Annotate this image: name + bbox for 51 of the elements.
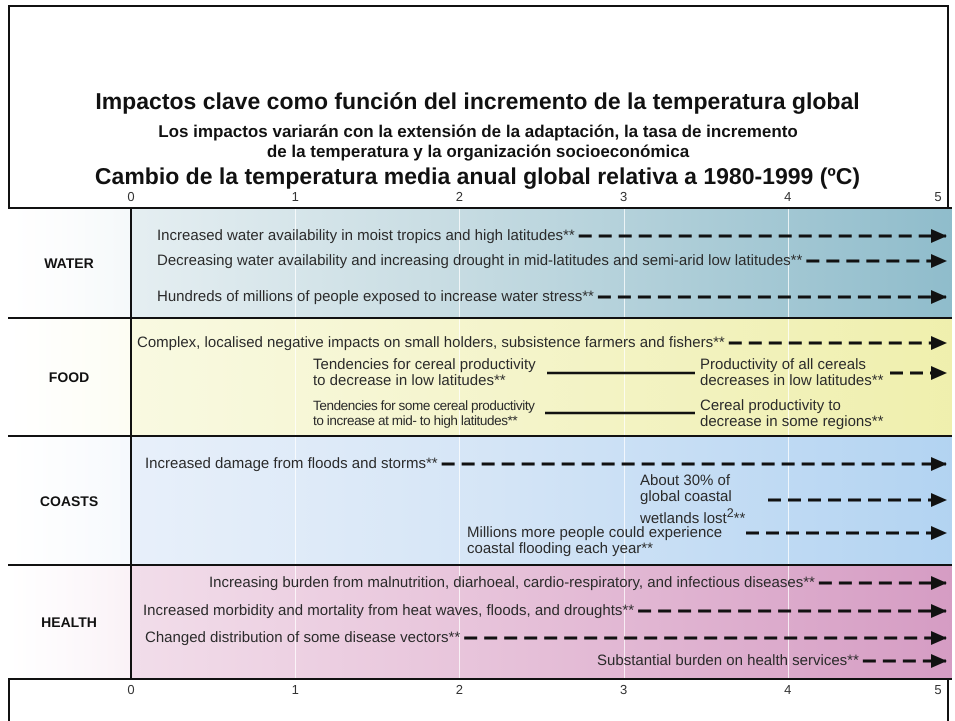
axis-tick-label: 2 xyxy=(456,682,463,697)
axis-tick-label: 1 xyxy=(292,682,299,697)
axis-tick-label: 5 xyxy=(934,189,942,204)
axis-tick-label: 3 xyxy=(620,189,628,204)
impact-text: Increasing burden from malnutrition, diarhoeal, cardio-respiratory, and infectious diseases** xyxy=(209,575,815,591)
dashed-arrow xyxy=(578,229,947,243)
impact-text: Millions more people could experience coastal flooding each year** xyxy=(467,525,742,557)
sector-band xyxy=(8,564,952,680)
axis-tick-label: 0 xyxy=(127,682,135,697)
dashed-arrow xyxy=(464,631,947,645)
axis-tick-label: 2 xyxy=(456,189,463,204)
connector-line xyxy=(545,412,695,414)
connector-line xyxy=(547,372,695,374)
dashed-arrow xyxy=(728,336,947,350)
sector-band xyxy=(8,207,952,319)
axis-tick-label: 0 xyxy=(127,189,135,204)
impact-text: Changed distribution of some disease vectors** xyxy=(145,630,460,646)
impact-text: Tendencies for cereal productivity to decrease in low latitudes** xyxy=(313,357,543,389)
axis-tick-label: 1 xyxy=(292,189,299,204)
impact-text: Hundreds of millions of people exposed to increase water stress** xyxy=(157,289,594,305)
impact-text: About 30% of global coastal wetlands lost$^{2}$** xyxy=(640,473,764,527)
impact-text: Increased water availability in moist tropics and high latitudes** xyxy=(157,228,575,244)
dashed-arrow xyxy=(806,254,947,268)
dashed-arrow xyxy=(746,526,947,540)
impact-text: Increased damage from floods and storms** xyxy=(145,456,438,472)
dashed-arrow xyxy=(598,290,947,304)
dashed-arrow xyxy=(638,604,947,618)
impact-text: Increased morbidity and mortality from heat waves, floods, and droughts** xyxy=(143,603,634,619)
sector-label: HEALTH xyxy=(41,614,97,630)
axis-tick-label: 5 xyxy=(934,682,942,697)
axis-tick-label: 4 xyxy=(784,682,792,697)
dashed-arrow xyxy=(818,576,947,590)
dashed-arrow xyxy=(862,654,947,668)
axis-tick-label: 4 xyxy=(784,189,792,204)
impact-text: Complex, localised negative impacts on small holders, subsistence farmers and fishers** xyxy=(137,335,725,351)
diagram-title: Impactos clave como función del incremento de la temperatura global xyxy=(94,88,861,115)
impact-text: Tendencies for some cereal productivity to increase at mid- to high latitudes** xyxy=(313,398,541,428)
dashed-arrow xyxy=(442,457,947,471)
dashed-arrow xyxy=(890,366,947,380)
impact-text: Substantial burden on health services** xyxy=(597,653,859,669)
impact-text: Cereal productivity to decrease in some regions** xyxy=(700,398,886,430)
subtitle: Los impactos variarán con la extensión de la adaptación, la tasa de incremento de la temperatura y la organización socioeconómica xyxy=(158,122,798,162)
sector-label: COASTS xyxy=(40,492,98,508)
sector-label: WATER xyxy=(44,255,94,271)
dashed-arrow xyxy=(768,493,947,507)
sector-band xyxy=(8,435,952,566)
sector-band xyxy=(8,317,952,437)
sector-label: FOOD xyxy=(48,369,90,385)
impact-text: Productivity of all cereals decreases in low latitudes** xyxy=(700,357,886,389)
axis-tick-label: 3 xyxy=(620,682,628,697)
impact-text: Decreasing water availability and increasing drought in mid-latitudes and semi-arid low latitudes** xyxy=(157,253,802,269)
